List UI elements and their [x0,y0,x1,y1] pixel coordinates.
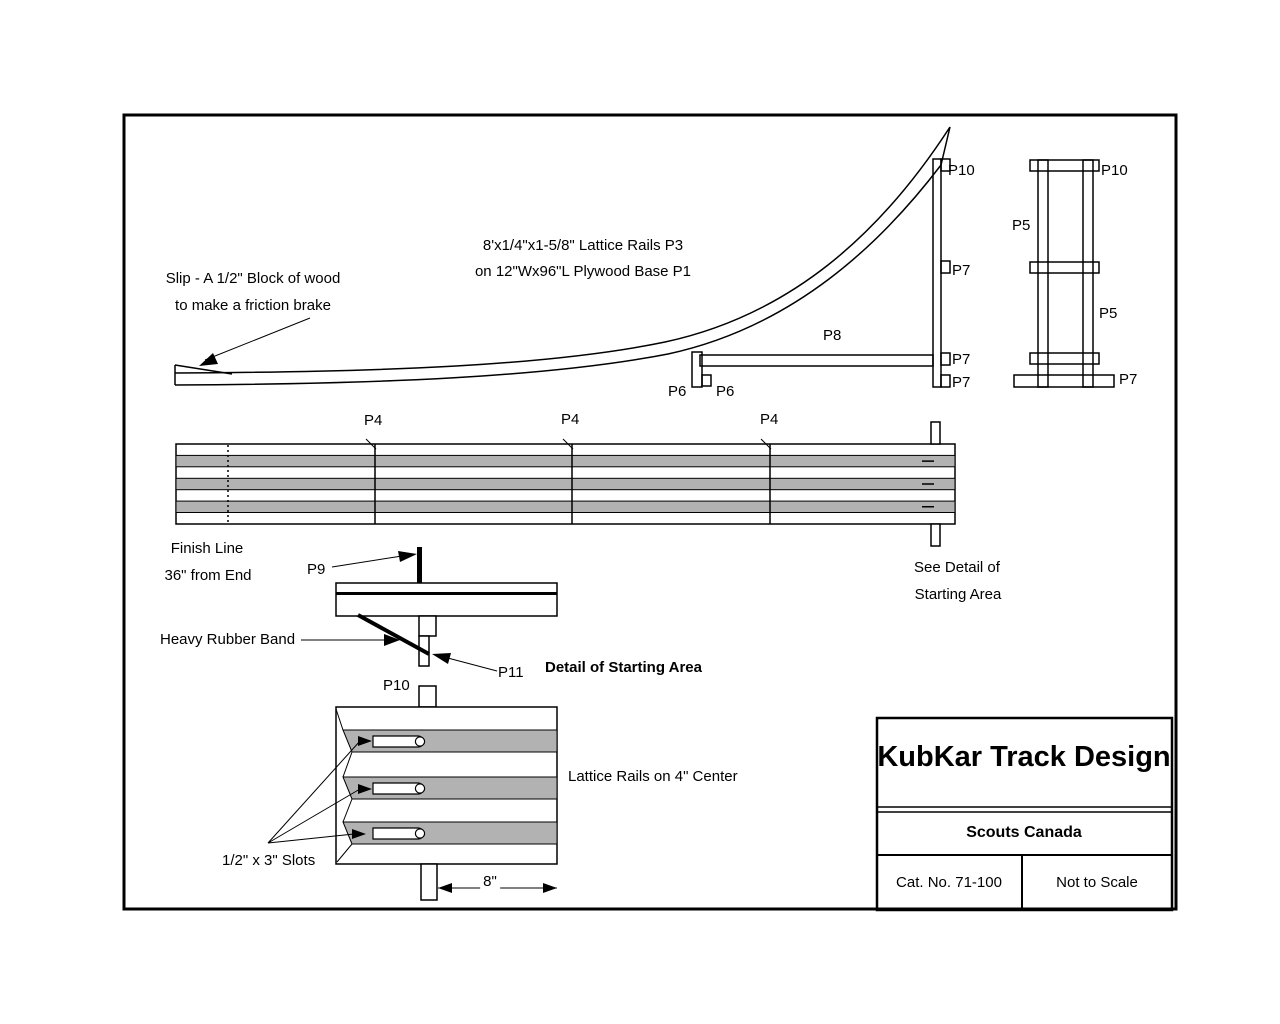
slot-leader-lines [267,740,361,844]
label-p11: P11 [498,664,524,681]
label-p4-2: P4 [561,411,580,428]
slot-3-pin [414,828,426,839]
rubber-band-arrowhead [384,634,400,646]
label-p10-side: P10 [948,162,975,179]
frame-base-bar [1013,374,1115,388]
slot-1-pin [414,736,426,747]
frame-mid-bar [1029,261,1100,274]
see-detail-note1: See Detail of [914,559,1000,576]
detail-caption: Detail of Starting Area [545,659,702,676]
dowel-tab-p7-top [940,260,951,274]
lattice-rail-strip-3 [175,500,956,514]
p11-leader-line [443,656,498,672]
slot-arrowhead-2 [358,784,372,794]
start-post [932,158,942,388]
rails-note-line1: 8'x1/4"x1-5/8" Lattice Rails P3 [482,237,684,254]
joint-break-ticks [365,438,772,450]
finish-line-note2: 36" from End [164,567,252,584]
title-divider-double [877,806,1172,813]
p9-leader-line [331,555,403,568]
slots-label: 1/2" x 3" Slots [222,852,316,869]
slip-arrowhead [199,353,218,366]
title-block-title: KubKar Track Design [877,741,1171,773]
p11-arrowhead [432,653,451,664]
slot-2-pin [414,783,426,794]
see-detail-note2: Starting Area [914,586,1002,603]
start-dowel-bottom [930,523,941,547]
ramp-bottom-curve [174,164,942,386]
slot-dash-marks [922,460,934,508]
label-p6-left: P6 [668,383,687,400]
label-p10-detail: P10 [383,677,410,694]
dim-8-label: 8" [480,872,500,891]
dim-arrow-left [438,883,452,893]
rubber-band-label: Heavy Rubber Band [160,631,296,648]
title-block-scale: Not to Scale [1056,874,1138,891]
dowel-tab-p10 [940,158,951,172]
label-p8: P8 [823,327,842,344]
title-block-frame [875,716,1174,912]
start-detail-plan-drawing [267,685,558,901]
p10-dowel-bottom [420,863,438,901]
dowel-tab-p7-bot [940,374,951,388]
dim-arrow-right [543,883,557,893]
sheet-border [122,113,1178,911]
p9-pin [417,547,422,583]
frame-low-bar [1029,352,1100,365]
label-p7-side-mid: P7 [952,351,971,368]
p6-tab [701,374,712,387]
label-p10-front: P10 [1101,162,1128,179]
dowel-tab-p7-mid [940,352,951,366]
side-view-drawing [174,126,951,388]
slot-arrowhead-1 [358,736,372,746]
label-p7-front: P7 [1119,371,1138,388]
support-beam-p8 [699,354,934,367]
finish-line-note1: Finish Line [170,540,244,557]
plan-view-drawing [175,421,956,547]
slip-note-line1: Slip - A 1/2" Block of wood [165,270,341,287]
rubber-band-line [357,613,430,656]
latch-block [418,615,437,637]
lattice-rail-strip-2 [175,477,956,491]
label-p5-left: P5 [1012,217,1031,234]
start-dowel-top [930,421,941,445]
label-p5-right: P5 [1099,305,1118,322]
rails-center-label: Lattice Rails on 4" Center [568,768,738,785]
label-p9: P9 [307,561,326,578]
slip-block-wedge [174,364,233,375]
title-block-cat: Cat. No. 71-100 [896,874,1002,891]
start-detail-side-drawing [301,547,558,672]
label-p6-right: P6 [716,383,735,400]
detail-board [335,582,558,617]
ramp-top-curve [174,126,951,374]
frame-top-bar [1029,159,1100,172]
slip-note-line2: to make a friction brake [175,297,331,314]
title-block-org: Scouts Canada [966,824,1082,841]
title-block-border [875,716,1174,912]
label-p7-side-top: P7 [952,262,971,279]
lattice-rail-strip-1 [175,454,956,468]
slip-leader-line [204,317,311,361]
front-view-drawing [1013,159,1115,388]
short-post-p6 [691,351,703,388]
break-zigzag-lines [335,708,353,863]
rails-note-line2: on 12"Wx96"L Plywood Base P1 [474,263,692,280]
slot-arrowhead-3 [352,829,366,839]
label-p7-side-bot: P7 [952,374,971,391]
label-p4-1: P4 [364,412,383,429]
label-p4-3: P4 [760,411,779,428]
p9-arrowhead [398,551,417,562]
p10-dowel-top [418,685,437,708]
